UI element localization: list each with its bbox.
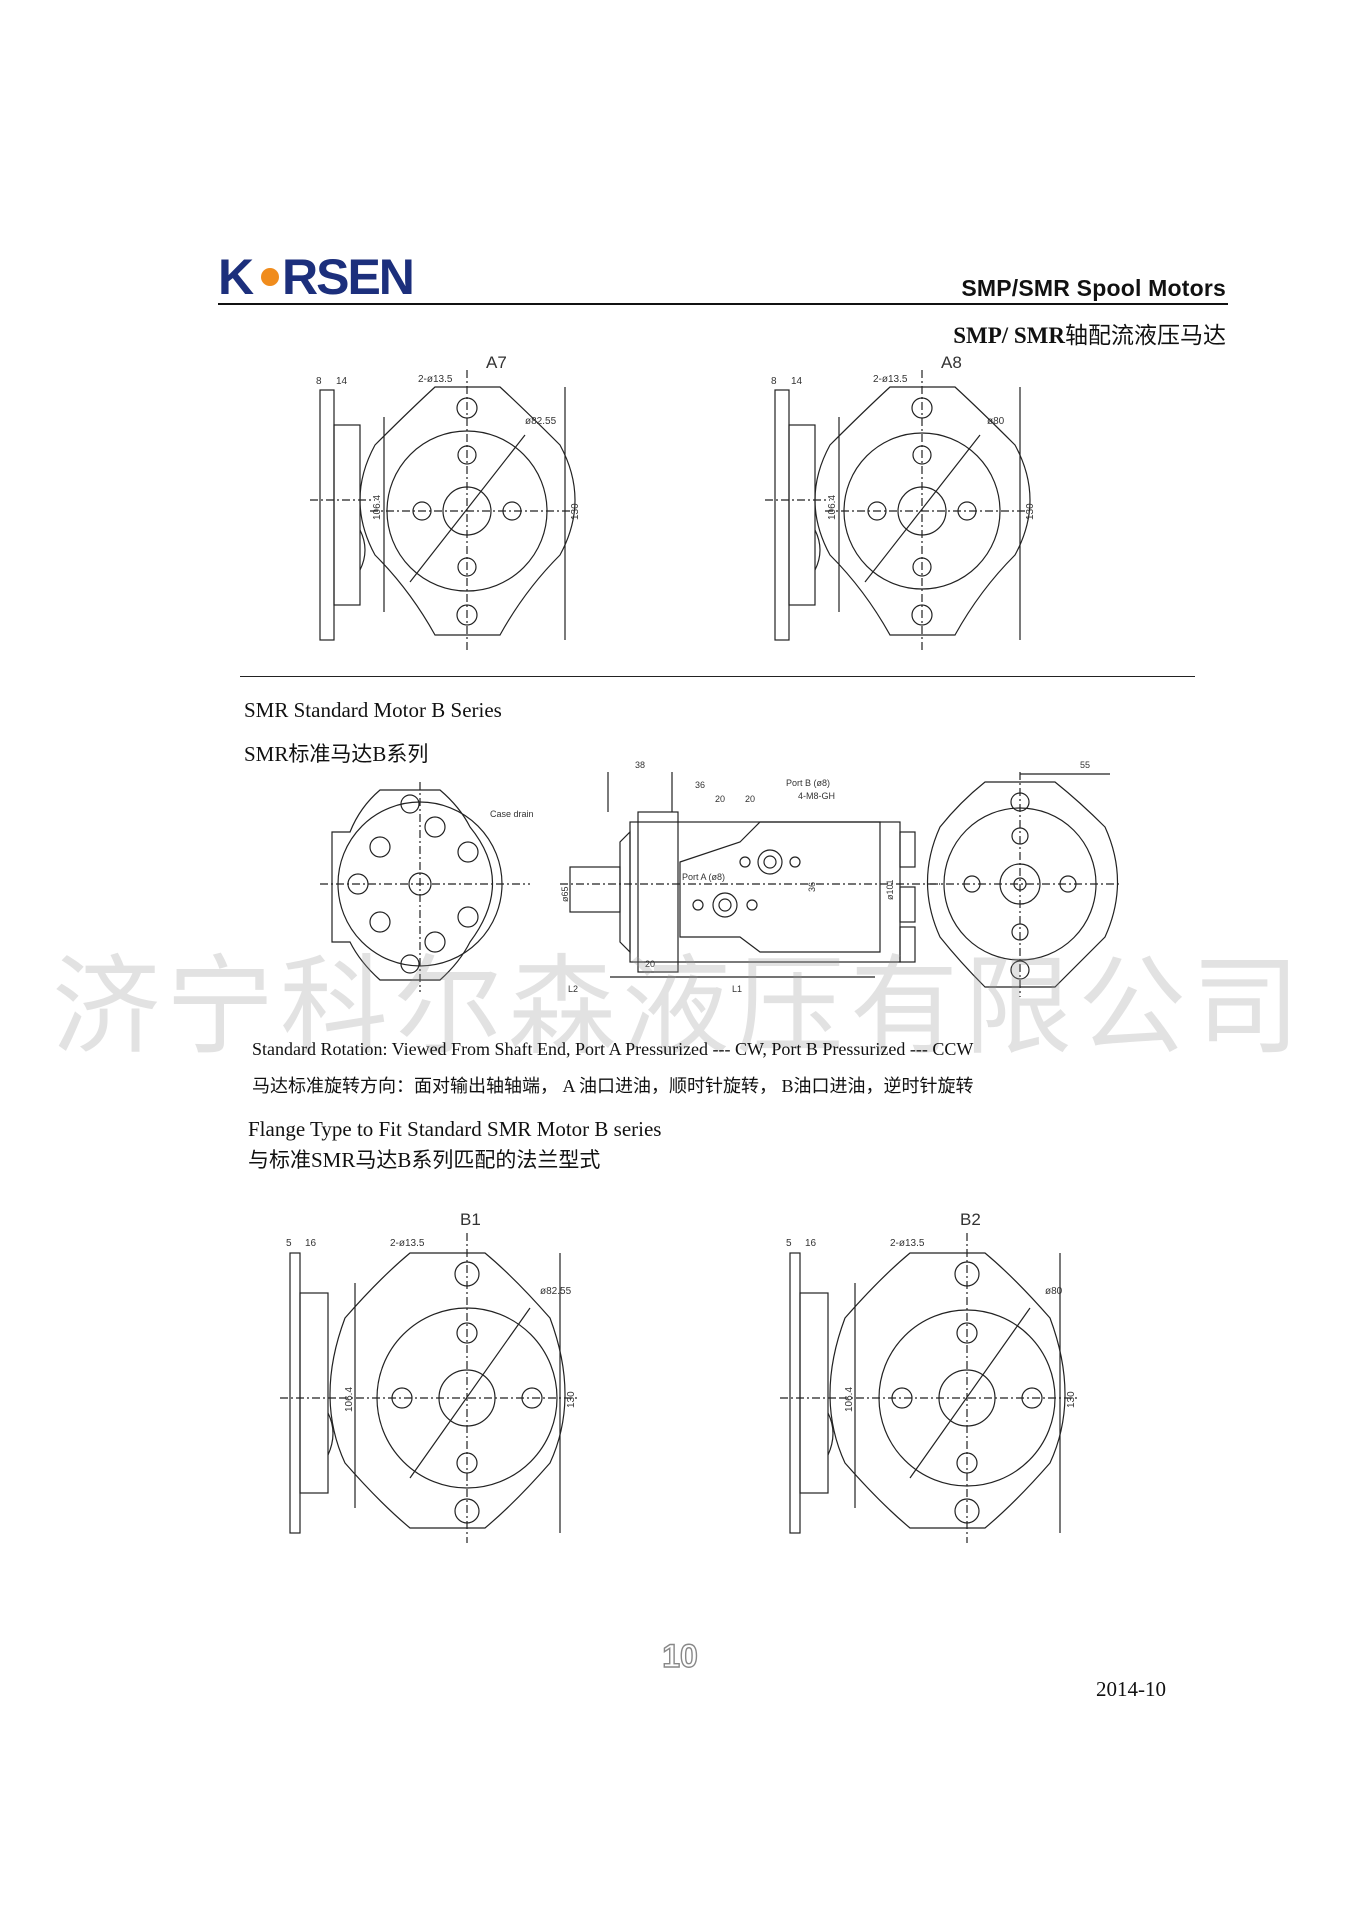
svg-text:5: 5 bbox=[286, 1238, 292, 1249]
flange-b2-dimensions: B2 2-ø13.5 ø80 5 16 106.4 130 bbox=[786, 1210, 1077, 1412]
korsen-logo: K RSEN bbox=[218, 249, 418, 305]
svg-text:14: 14 bbox=[791, 376, 803, 387]
motor-assembly-drawing: 38 36 20 20 Port B (ø8) 4-M8-GH Case dra… bbox=[320, 760, 1120, 997]
svg-text:A7: A7 bbox=[486, 353, 507, 372]
svg-text:Port A (ø8): Port A (ø8) bbox=[682, 872, 725, 882]
svg-text:20: 20 bbox=[745, 794, 755, 804]
flange-a8-drawing bbox=[765, 370, 1031, 650]
svg-text:20: 20 bbox=[645, 959, 655, 969]
header-rule bbox=[218, 303, 1228, 305]
svg-text:Case drain: Case drain bbox=[490, 809, 534, 819]
section-divider bbox=[240, 676, 1195, 677]
flange-type-cn: 与标准SMR马达B系列匹配的法兰型式 bbox=[248, 1148, 601, 1172]
svg-text:2-ø13.5: 2-ø13.5 bbox=[390, 1238, 425, 1249]
flange-type-en: Flange Type to Fit Standard SMR Motor B … bbox=[248, 1117, 662, 1141]
svg-text:106.4: 106.4 bbox=[827, 495, 838, 520]
svg-text:ø82.55: ø82.55 bbox=[540, 1286, 572, 1297]
flange-a7-dimensions: A7 2-ø13.5 ø82.55 8 14 106.4 130 bbox=[316, 353, 581, 520]
svg-text:ø80: ø80 bbox=[1045, 1286, 1063, 1297]
series-title-cn: SMR标准马达B系列 bbox=[244, 742, 429, 766]
rotation-en: Standard Rotation: Viewed From Shaft End… bbox=[252, 1039, 974, 1059]
svg-text:14: 14 bbox=[336, 376, 348, 387]
svg-text:16: 16 bbox=[305, 1238, 317, 1249]
svg-text:106.4: 106.4 bbox=[372, 495, 383, 520]
svg-text:38: 38 bbox=[635, 760, 645, 770]
svg-text:ø82.55: ø82.55 bbox=[525, 416, 557, 427]
flange-a8-dimensions: A8 2-ø13.5 ø80 8 14 106.4 130 bbox=[771, 353, 1036, 520]
flange-b1-dimensions: B1 2-ø13.5 ø82.55 5 16 106.4 130 bbox=[286, 1210, 577, 1412]
svg-text:20: 20 bbox=[715, 794, 725, 804]
svg-text:2-ø13.5: 2-ø13.5 bbox=[873, 374, 908, 385]
svg-text:5: 5 bbox=[786, 1238, 792, 1249]
svg-text:K: K bbox=[218, 250, 254, 302]
svg-text:130: 130 bbox=[566, 1391, 577, 1408]
svg-text:8: 8 bbox=[771, 376, 777, 387]
flange-b1-drawing bbox=[280, 1233, 580, 1543]
svg-text:2-ø13.5: 2-ø13.5 bbox=[890, 1238, 925, 1249]
document-date: 2014-10 bbox=[1096, 1677, 1166, 1701]
svg-text:ø101: ø101 bbox=[885, 879, 895, 900]
svg-text:55: 55 bbox=[1080, 760, 1090, 770]
rotation-cn: 马达标准旋转方向：面对输出轴轴端， A 油口进油，顺时针旋转， B油口进油，逆时… bbox=[252, 1076, 974, 1096]
flange-a7-drawing bbox=[310, 370, 576, 650]
svg-text:8: 8 bbox=[316, 376, 322, 387]
header-subtitle: SMP/ SMR轴配流液压马达 bbox=[953, 323, 1226, 348]
svg-text:2-ø13.5: 2-ø13.5 bbox=[418, 374, 453, 385]
flange-drawings-top: A7 2-ø13.5 ø82.55 8 14 106.4 130 A8 2-ø1… bbox=[310, 353, 1036, 650]
page-number: 10 bbox=[662, 1637, 699, 1674]
series-title-en: SMR Standard Motor B Series bbox=[244, 698, 502, 722]
svg-text:B1: B1 bbox=[460, 1210, 481, 1229]
svg-text:106.4: 106.4 bbox=[844, 1387, 855, 1412]
flange-drawings-bottom: B1 2-ø13.5 ø82.55 5 16 106.4 130 B2 2-ø1… bbox=[280, 1210, 1080, 1543]
svg-text:Port B (ø8): Port B (ø8) bbox=[786, 778, 830, 788]
svg-text:RSEN: RSEN bbox=[282, 250, 413, 302]
svg-text:4-M8-GH: 4-M8-GH bbox=[798, 791, 835, 801]
svg-text:36: 36 bbox=[807, 882, 817, 892]
svg-text:A8: A8 bbox=[941, 353, 962, 372]
svg-text:130: 130 bbox=[570, 503, 581, 520]
svg-text:B2: B2 bbox=[960, 1210, 981, 1229]
header-title: SMP/SMR Spool Motors bbox=[961, 275, 1226, 301]
svg-text:130: 130 bbox=[1025, 503, 1036, 520]
svg-text:36: 36 bbox=[695, 780, 705, 790]
svg-text:130: 130 bbox=[1066, 1391, 1077, 1408]
svg-text:L2: L2 bbox=[568, 984, 578, 994]
svg-text:ø80: ø80 bbox=[987, 416, 1005, 427]
watermark: 济宁科尔森液压有限公司 bbox=[51, 945, 1306, 1070]
svg-text:16: 16 bbox=[805, 1238, 817, 1249]
svg-text:ø65: ø65 bbox=[560, 886, 570, 902]
svg-text:L1: L1 bbox=[732, 984, 742, 994]
flange-b2-drawing bbox=[780, 1233, 1080, 1543]
svg-text:106.4: 106.4 bbox=[344, 1387, 355, 1412]
